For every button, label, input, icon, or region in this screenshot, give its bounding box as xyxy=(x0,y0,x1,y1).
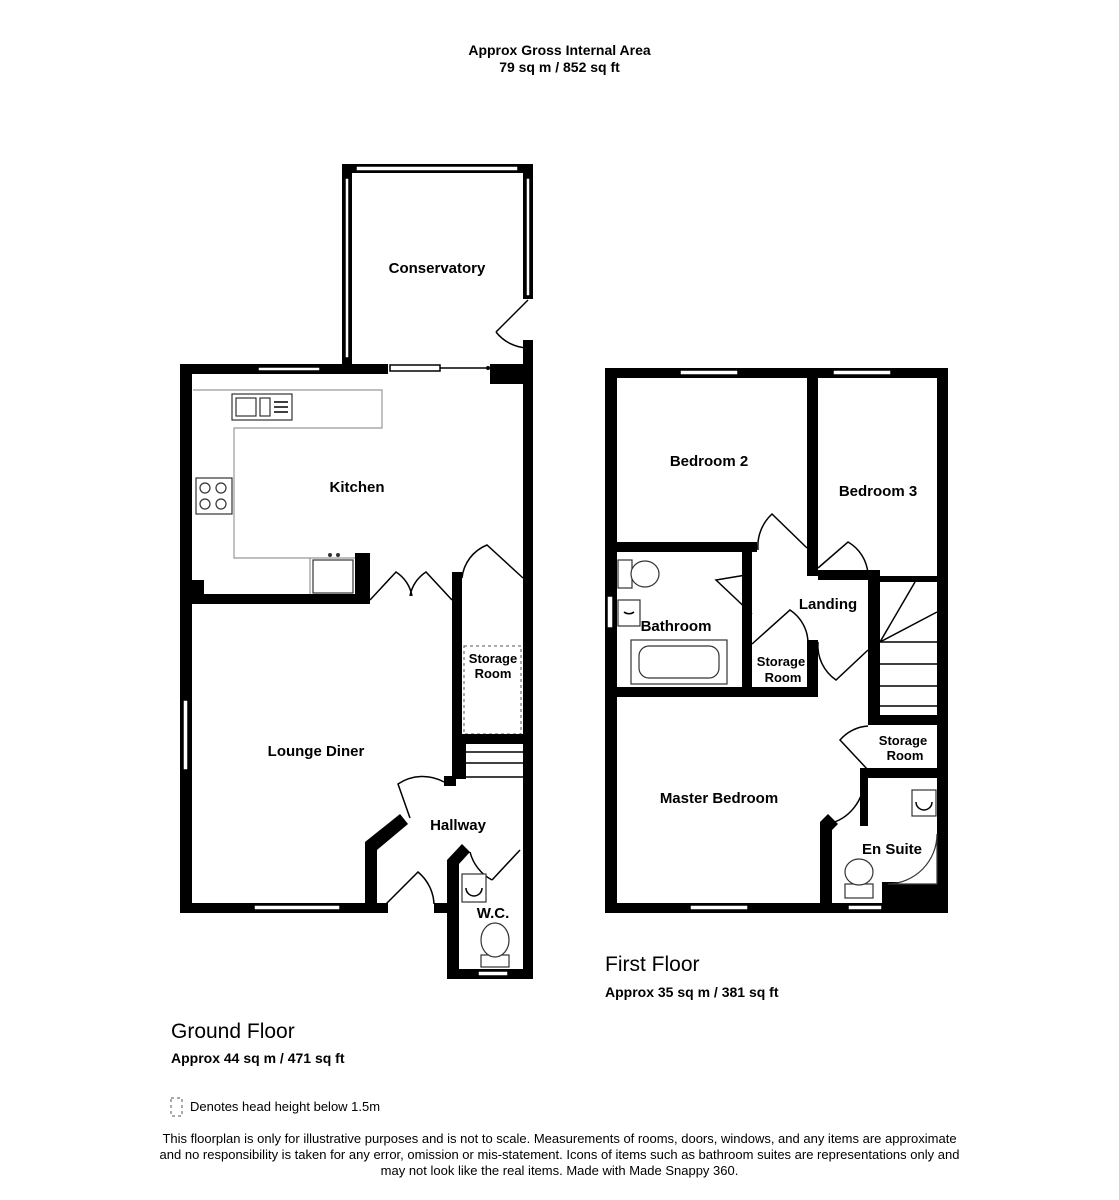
master-bedroom-label: Master Bedroom xyxy=(660,790,778,807)
disclaimer-line-3: may not look like the real items. Made w… xyxy=(380,1163,739,1178)
hallway-label: Hallway xyxy=(430,817,487,834)
ground-floor-plan xyxy=(180,164,533,979)
disclaimer-line-1: This floorplan is only for illustrative … xyxy=(162,1131,957,1146)
legend-text: Denotes head height below 1.5m xyxy=(190,1099,381,1114)
bathroom-label: Bathroom xyxy=(641,618,712,635)
bedroom2-label: Bedroom 2 xyxy=(670,453,748,470)
landing-label: Landing xyxy=(799,596,857,613)
dashed-box-icon xyxy=(170,1097,183,1117)
en-suite-label: En Suite xyxy=(862,841,922,858)
lounge-diner-label: Lounge Diner xyxy=(268,743,365,760)
first-floor-area: Approx 35 sq m / 381 sq ft xyxy=(605,984,779,1000)
ground-floor-area: Approx 44 sq m / 471 sq ft xyxy=(171,1050,345,1066)
conservatory-label: Conservatory xyxy=(389,260,486,277)
landing-storage-label-line1: Storage xyxy=(757,654,805,669)
ground-storage-label-line1: Storage xyxy=(469,651,517,666)
bedroom-storage-label-line2: Room xyxy=(887,748,924,763)
disclaimer-line-2: and no responsibility is taken for any e… xyxy=(159,1147,960,1162)
first-floor-title: First Floor xyxy=(605,953,700,976)
landing-storage-label-line2: Room xyxy=(765,670,802,685)
bedroom-storage-label-line1: Storage xyxy=(879,733,927,748)
conservatory xyxy=(342,164,533,364)
ground-floor-title: Ground Floor xyxy=(171,1020,295,1043)
bedroom3-label: Bedroom 3 xyxy=(839,483,917,500)
area-title: Approx Gross Internal Area xyxy=(468,42,651,58)
first-floor-plan xyxy=(605,368,948,913)
wc-label: W.C. xyxy=(477,905,510,922)
ground-storage-label-line2: Room xyxy=(475,666,512,681)
total-area: 79 sq m / 852 sq ft xyxy=(499,59,620,75)
kitchen-label: Kitchen xyxy=(329,479,384,496)
